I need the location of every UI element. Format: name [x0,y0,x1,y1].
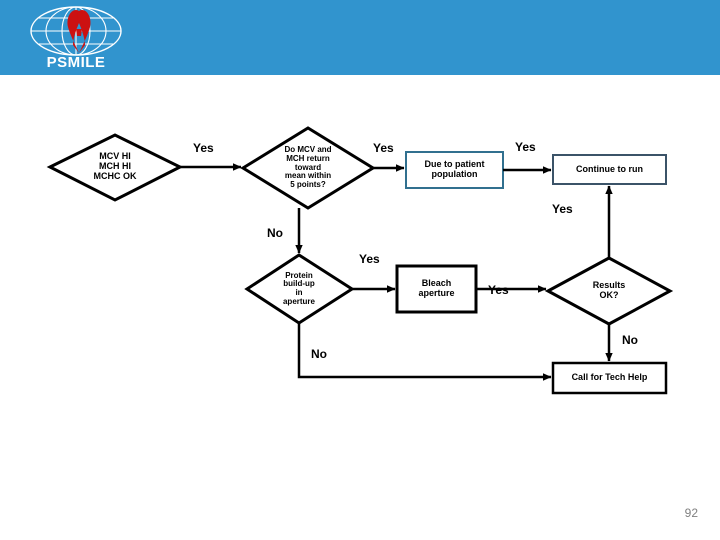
edge-label-no-protein-to-tech-help: No [311,347,327,361]
psmile-wordmark: PSMILE [46,54,106,71]
red-awareness-ribbon-icon [67,10,91,53]
edge-label-yes-protein-to-bleach: Yes [359,252,380,266]
node-label-return-toward-mean: Do MCV and MCH return toward mean within… [284,145,332,189]
edge-label-yes-results-to-continue: Yes [552,202,573,216]
edge-label-no-results-to-tech-help: No [622,333,638,347]
node-label-results-ok: Results OK? [592,280,626,300]
edge-label-yes-bleach-to-results: Yes [488,283,509,297]
node-label-continue-to-run: Continue to run [576,163,643,174]
node-bleach-aperture [395,264,478,314]
node-results-ok [544,256,674,326]
header-banner: PSMILE [0,0,720,75]
node-call-for-tech-help [551,361,668,395]
edge-label-yes-start-to-return: Yes [193,141,214,155]
node-label-protein-build-up: Protein build-up in aperture [282,270,315,306]
node-label-bleach-aperture: Bleach aperture [418,278,455,298]
page-number: 92 [684,506,698,520]
node-continue-to-run [552,154,667,185]
node-label-start-condition: MCV HI MCH HI MCHC OK [93,151,137,181]
edge-label-yes-return-to-population: Yes [373,141,394,155]
edge-label-yes-population-to-continue: Yes [515,140,536,154]
edge-label-no-return-to-protein: No [267,226,283,240]
edge-protein-to-tech-help [297,323,552,381]
psmile-logo: PSMILE [22,5,130,73]
node-label-due-to-patient-population: Due to patient population [424,159,485,179]
node-label-call-for-tech-help: Call for Tech Help [571,372,648,383]
